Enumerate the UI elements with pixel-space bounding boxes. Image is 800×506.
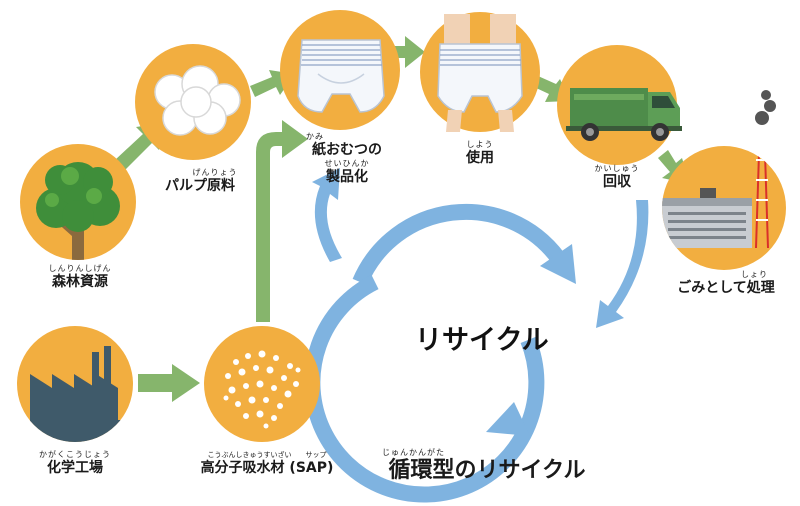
factory-icon: [30, 346, 122, 442]
label-collect-ruby: かいしゅう: [594, 164, 640, 173]
label-chemical-text: 化学工場: [47, 460, 103, 476]
worn-diaper-icon: [437, 14, 523, 132]
label-disposal-text: ごみとして処理: [677, 280, 775, 296]
label-collect-text: 回収: [603, 174, 631, 190]
cycle-label: じゅんかんがた 循環型のリサイクル: [372, 448, 602, 484]
center-label: リサイクル: [415, 325, 549, 356]
label-product-ruby-top: かみ: [306, 132, 324, 141]
cotton-icon: [154, 65, 241, 136]
label-pulp-ruby: げんりょう: [192, 168, 238, 177]
label-product-text-top: 紙おむつの: [312, 142, 382, 158]
label-pulp: げんりょう パルプ原料: [150, 168, 250, 195]
label-forest-ruby: しんりんしげん: [48, 264, 112, 273]
label-sap-ruby: こうぶんしきゅうすいざい サップ: [207, 451, 327, 459]
cycle-arrow-upper: [352, 203, 565, 286]
label-use: しよう 使用: [440, 140, 520, 167]
incinerator-icon: [662, 146, 769, 249]
label-pulp-text: パルプ原料: [165, 178, 235, 194]
arrow-chemical-to-sap: [138, 364, 200, 402]
label-disposal: しょり ごみとして処理: [664, 270, 788, 297]
smoke: [755, 90, 776, 125]
label-product-text-bottom: 製品化: [326, 169, 368, 185]
label-forest: しんりんしげん 森林資源: [30, 264, 130, 291]
tree-icon: [36, 162, 120, 260]
garbage-truck-icon: [566, 88, 682, 141]
cycle-label-text: 循環型のリサイクル: [388, 458, 586, 483]
sap-beads-icon: [223, 350, 301, 429]
label-use-ruby: しよう: [466, 140, 494, 149]
label-use-text: 使用: [466, 150, 494, 166]
label-chemical: かがくこうじょう 化学工場: [25, 450, 125, 477]
cycle-arrows: [304, 203, 565, 503]
label-disposal-ruby: しょり: [741, 270, 768, 279]
cycle-label-ruby: じゅんかんがた: [382, 448, 445, 457]
label-chemical-ruby: かがくこうじょう: [39, 450, 111, 459]
label-forest-text: 森林資源: [52, 274, 108, 290]
label-product-ruby-bottom: せいひんか: [324, 159, 370, 168]
label-sap: こうぶんしきゅうすいざい サップ 高分子吸水材 (SAP): [192, 450, 342, 477]
label-collect: かいしゅう 回収: [577, 164, 657, 191]
cycle-arrowheads: [312, 168, 649, 436]
label-sap-text: 高分子吸水材 (SAP): [200, 460, 334, 476]
cycle-arrow-lower: [304, 274, 545, 503]
arrow-sap-to-product: [256, 120, 308, 322]
label-product: かみ 紙おむつの せいひんか 製品化: [292, 132, 402, 186]
diaper-icon: [297, 39, 385, 113]
arrow-product-to-use: [392, 36, 425, 68]
